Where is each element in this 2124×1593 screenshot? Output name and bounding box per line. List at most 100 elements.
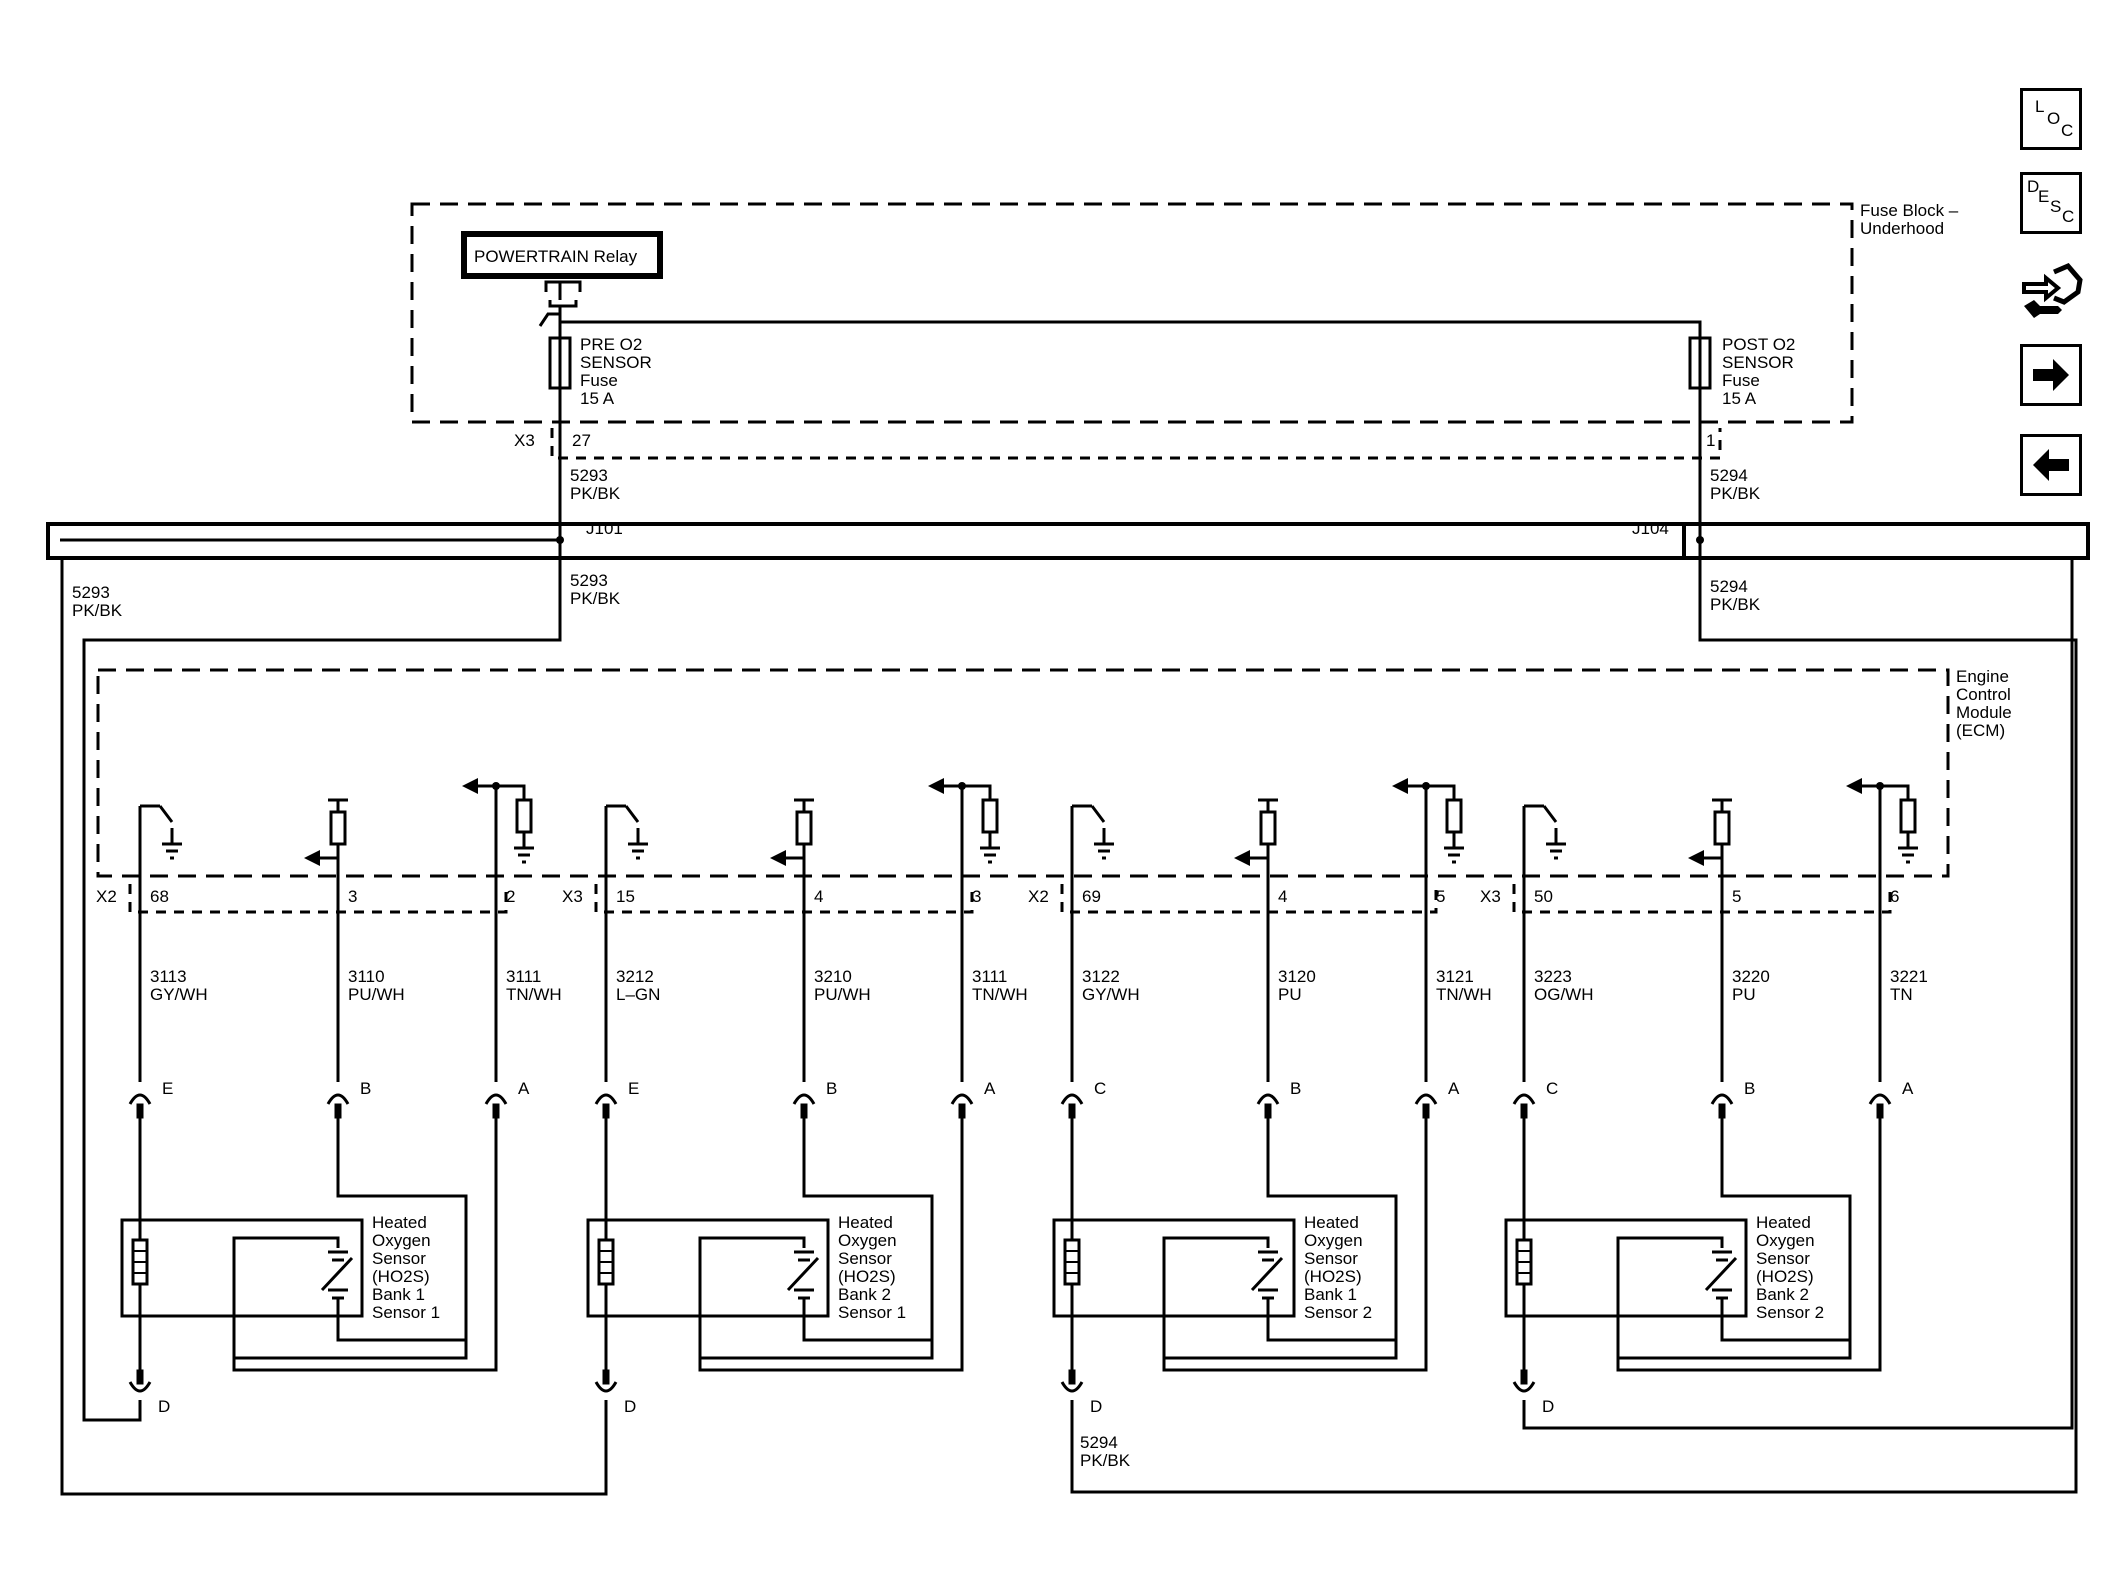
group-2-pin-2-circuit-label-line-0: 3210 — [814, 967, 852, 986]
splice-j101-dot — [556, 536, 564, 544]
group-4-cell-switch — [1704, 1256, 1738, 1292]
fuse-block-outline — [410, 202, 1854, 424]
group-3-heater-resistor — [1445, 798, 1463, 834]
desc-button[interactable]: D E S C — [2020, 172, 2082, 234]
group-2-pin-1-circuit-label-line-0: 3212 — [616, 967, 654, 986]
group-2-ground-terminal-pin — [602, 1369, 610, 1385]
group-4-pin-2-circuit-label-line-0: 3220 — [1732, 967, 1770, 986]
group-4-heater-return — [1616, 1118, 1882, 1372]
group-4-heater-ctrl-wire — [1880, 784, 1910, 800]
relay-contact-base — [548, 300, 578, 308]
wire-5294-bottom-label-line-1: PK/BK — [1080, 1451, 1131, 1470]
group-4-pin-1-number: 50 — [1534, 887, 1553, 906]
group-3-pin-1-circuit-label-line-0: 3122 — [1082, 967, 1120, 986]
group-3-pin-3-number: 5 — [1436, 887, 1445, 906]
ecm-title-line-1: Control — [1956, 685, 2011, 704]
fuse-bus — [558, 314, 1702, 338]
group-3-sensor-body — [1052, 1218, 1296, 1318]
group-4-heater-resistor — [1899, 798, 1917, 834]
group-1-sensor-label-line-3: (HO2S) — [372, 1267, 430, 1286]
back-button[interactable] — [2020, 434, 2082, 496]
fuse-pre-label-line-1: SENSOR — [580, 353, 652, 372]
group-1-pin-1-terminal-cup — [128, 1093, 152, 1105]
fuse-block-title-line-0: Fuse Block – — [1860, 201, 1959, 220]
group-2-pin-2-terminal-pin — [800, 1103, 808, 1119]
group-2-pin-1-terminal-cup — [594, 1093, 618, 1105]
wire-5294-bottom-label-line-0: 5294 — [1080, 1433, 1118, 1452]
wire-5294-to-b2s2 — [1522, 556, 2074, 1430]
group-4-pin-1-terminal-cup — [1512, 1093, 1536, 1105]
group-4-sensor-label-line-2: Sensor — [1756, 1249, 1810, 1268]
group-4-sensor-body — [1504, 1218, 1748, 1318]
powertrain-relay — [461, 231, 663, 279]
group-2-pin-3-circuit-label-line-0: 3111 — [972, 967, 1007, 986]
loc-button[interactable]: L O C — [2020, 88, 2082, 150]
connector-tool-button[interactable] — [2018, 258, 2084, 324]
powertrain-relay-label: POWERTRAIN Relay — [474, 247, 638, 266]
wire-5293-upper-label-line-0: 5293 — [570, 466, 608, 485]
group-1-pin-2-terminal-pin — [334, 1103, 342, 1119]
group-1-pin-1-terminal-pin — [136, 1103, 144, 1119]
group-2-signal-arrow — [770, 850, 786, 866]
group-3-pin-3-terminal-cup — [1414, 1093, 1438, 1105]
fuse-pre-label-line-3: 15 A — [580, 389, 615, 408]
group-4-pin-3-terminal-label: A — [1902, 1079, 1914, 1098]
group-2-sensor-label-line-0: Heated — [838, 1213, 893, 1232]
group-1-heater-ctrl-wire — [496, 784, 526, 800]
group-2-ecm-connector — [594, 884, 974, 914]
fuse-block-connector-x3 — [550, 428, 1722, 460]
group-2-sensor-label-line-3: (HO2S) — [838, 1267, 896, 1286]
group-3-pin-2-circuit-label-line-0: 3120 — [1278, 967, 1316, 986]
group-1-pin-3-terminal-pin — [492, 1103, 500, 1119]
group-3-pin-2-terminal-label: B — [1290, 1079, 1301, 1098]
group-3-cell-switch — [1250, 1256, 1284, 1292]
group-3-sensor-label-line-4: Bank 1 — [1304, 1285, 1357, 1304]
group-3-sensor-label-line-0: Heated — [1304, 1213, 1359, 1232]
group-1-ground-terminal-label: D — [158, 1397, 170, 1416]
ecm-title-line-3: (ECM) — [1956, 721, 2005, 740]
group-3-ground-switch-arm — [1090, 805, 1106, 823]
ecm-outline — [96, 668, 1950, 878]
wire-5293-upper-label-line-1: PK/BK — [570, 484, 621, 503]
group-1-signal-resistor — [329, 810, 347, 846]
group-4-cell-return — [1720, 1298, 1850, 1342]
splice-j104-label: J104 — [1632, 519, 1669, 538]
splice-j101-label: J101 — [586, 519, 623, 538]
group-2-ground-terminal-label: D — [624, 1397, 636, 1416]
group-2-connector-name: X3 — [562, 887, 583, 906]
group-4-signal-resistor — [1713, 810, 1731, 846]
group-2-signal-resistor — [795, 810, 813, 846]
group-4-pin-1-terminal-label: C — [1546, 1079, 1558, 1098]
group-4-ecm-connector — [1512, 884, 1892, 914]
group-4-signal-loop — [1616, 1118, 1852, 1360]
group-1-heater-return — [232, 1118, 498, 1372]
group-3-signal-resistor — [1259, 810, 1277, 846]
forward-button[interactable] — [2020, 344, 2082, 406]
group-2-pin-1-number: 15 — [616, 887, 635, 906]
group-1-signal-loop — [232, 1118, 468, 1360]
desc-icon: D E S C — [2023, 175, 2079, 231]
group-1-ground-terminal-pin — [136, 1369, 144, 1385]
loc-letter-o: O — [2047, 109, 2061, 128]
group-1-sensor-label-line-4: Bank 1 — [372, 1285, 425, 1304]
group-3-ground-terminal-cup — [1060, 1381, 1084, 1393]
group-2-sensor-body — [586, 1218, 830, 1318]
group-2-pin-2-circuit-label-line-1: PU/WH — [814, 985, 871, 1004]
group-3-pin-3-terminal-pin — [1422, 1103, 1430, 1119]
group-4-sensor-label-line-5: Sensor 2 — [1756, 1303, 1824, 1322]
connector-tool-icon — [2022, 262, 2083, 318]
group-1-ground-terminal-cup — [128, 1381, 152, 1393]
group-1-pin-2-circuit-label-line-0: 3110 — [348, 967, 385, 986]
group-2-pin-1-circuit-label-line-1: L–GN — [616, 985, 660, 1004]
group-4-pin-2-terminal-label: B — [1744, 1079, 1755, 1098]
group-3-pin-3-terminal-label: A — [1448, 1079, 1460, 1098]
group-2-cell-return — [802, 1298, 932, 1342]
group-2-pin-2-number: 4 — [814, 887, 823, 906]
group-1-sensor-label-line-2: Sensor — [372, 1249, 426, 1268]
group-2-pin-2-terminal-label: B — [826, 1079, 837, 1098]
loc-letter-l: L — [2035, 97, 2045, 116]
group-3-pin-1-terminal-cup — [1060, 1093, 1084, 1105]
group-4-pin-2-number: 5 — [1732, 887, 1741, 906]
group-3-sensor-label-line-5: Sensor 2 — [1304, 1303, 1372, 1322]
